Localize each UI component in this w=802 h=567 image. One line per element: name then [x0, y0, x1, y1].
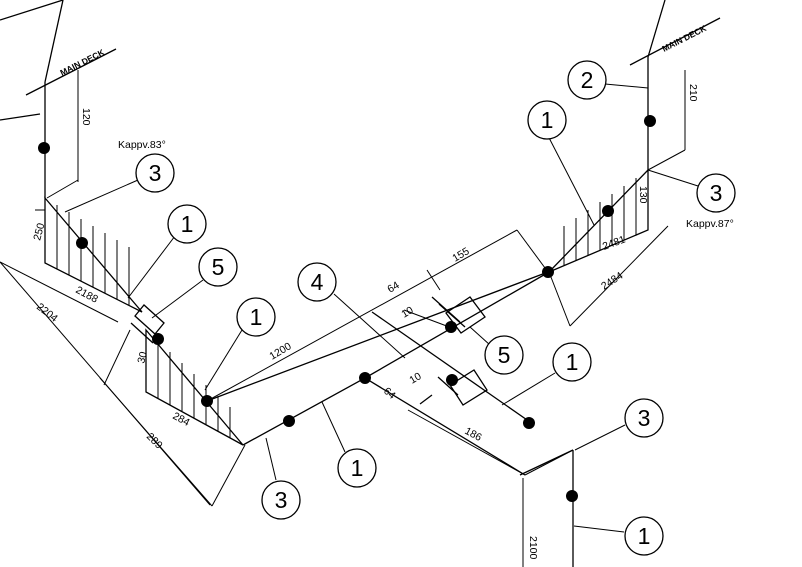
lower-vertical-dim: 2100 [527, 536, 539, 560]
left-brace-dim: 2188 [74, 284, 100, 306]
right-2481-dim: 2481 [601, 233, 627, 252]
right-weld-point [602, 205, 614, 217]
left-weld-len-dim: 250 [31, 222, 47, 242]
left-support-point [38, 142, 50, 154]
left-lower-dim: 284 [171, 410, 192, 429]
balloon-5-center: 5 [484, 335, 524, 375]
balloon-1-left-upper: 1 [167, 204, 207, 244]
kappv-right-label: Kappv.87° [686, 218, 734, 230]
balloon-label: 1 [638, 523, 651, 549]
balloon-label: 1 [351, 455, 364, 481]
balloon-leaders [64, 83, 699, 533]
balloon-label: 5 [212, 254, 225, 280]
balloon-3-left: 3 [135, 153, 175, 193]
left-pipe-end-point [201, 395, 213, 407]
center-clamp-point [445, 321, 457, 333]
bottom-support-point [566, 490, 578, 502]
pipe-support-point [283, 415, 295, 427]
right-deck-structure [629, 0, 721, 171]
left-lower-hatched-weld [145, 328, 244, 446]
balloon-label: 2 [581, 67, 594, 93]
right-hatched-weld [548, 168, 649, 273]
balloon-label: 3 [275, 487, 288, 513]
balloon-3-bottom-left: 3 [261, 480, 301, 520]
balloon-label: 1 [250, 304, 263, 330]
right-weld-len-dim: 130 [637, 186, 649, 204]
balloon-label: 1 [181, 211, 194, 237]
right-main-deck-label: MAIN DECK [660, 23, 708, 54]
balloon-4-center: 4 [297, 262, 337, 302]
balloon-3-right: 3 [696, 173, 736, 213]
right-support-point [644, 115, 656, 127]
balloon-label: 5 [498, 342, 511, 368]
left-weld-small-dim: 30 [135, 350, 150, 365]
balloon-label: 3 [638, 405, 651, 431]
left-deck-structure [0, 0, 117, 199]
lower-64b-dim: 64 [381, 385, 398, 402]
balloon-1-right: 1 [527, 100, 567, 140]
balloon-1-bottom-center: 1 [337, 448, 377, 488]
kappv-left-label: Kappv.83° [118, 139, 166, 151]
balloon-5-left: 5 [198, 247, 238, 287]
left-clamp [103, 304, 165, 386]
balloon-1-center: 1 [552, 342, 592, 382]
balloon-label: 4 [311, 269, 324, 295]
center-64a-dim: 64 [385, 279, 401, 295]
left-hatched-weld [44, 196, 143, 313]
center-clamp-upper [403, 296, 486, 334]
balloon-3-bottom-right: 3 [624, 398, 664, 438]
center-155-dim: 155 [450, 245, 471, 264]
lower-support-point [523, 417, 535, 429]
left-weld-point [76, 237, 88, 249]
left-main-deck-label: MAIN DECK [58, 47, 106, 78]
balloon-1-bottom-right: 1 [624, 516, 664, 556]
balloon-label: 3 [710, 180, 723, 206]
center-clamp-lower [419, 369, 488, 406]
balloon-1-left-lower: 1 [236, 297, 276, 337]
center-long-dim: 1200 [267, 340, 293, 362]
balloon-label: 3 [149, 160, 162, 186]
lower-186-dim: 186 [463, 425, 484, 444]
left-deck-drop-dim: 120 [80, 108, 92, 126]
balloon-2-right: 2 [567, 60, 607, 100]
left-clamp-point [152, 333, 164, 345]
right-deck-drop-dim: 210 [687, 84, 699, 102]
center-pipe-lines [206, 229, 550, 446]
right-pipe-end-point [542, 266, 554, 278]
bottom-vertical [519, 449, 574, 567]
balloon-label: 1 [566, 349, 579, 375]
center-10a-dim: 10 [399, 304, 415, 320]
lower-10b-dim: 10 [407, 370, 423, 386]
balloon-label: 1 [541, 107, 554, 133]
lower-clamp-point [446, 374, 458, 386]
left-diag-dim: 2204 [34, 301, 60, 325]
